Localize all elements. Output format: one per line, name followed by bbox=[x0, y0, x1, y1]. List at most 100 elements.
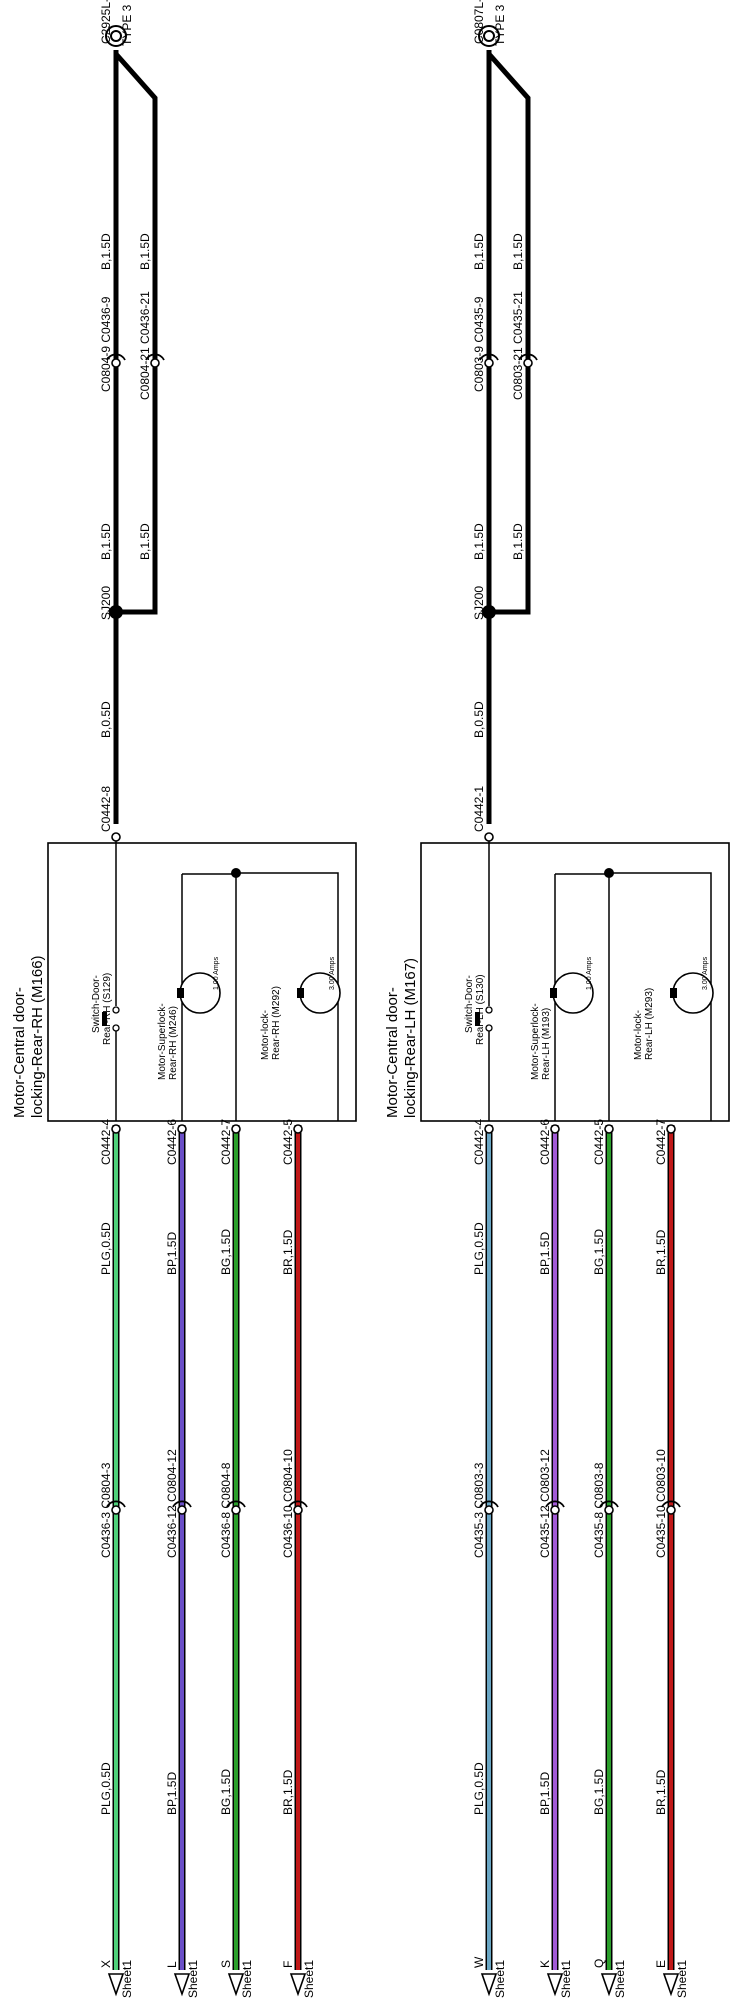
upper-connector-a-label: C0803-9 C0435-9 bbox=[472, 296, 486, 392]
motor2-label-line2: Rear-LH (M293) bbox=[644, 988, 655, 1060]
switch-lever-icon bbox=[102, 1012, 107, 1026]
inline-connector-icon bbox=[479, 1500, 499, 1508]
wire-letter-label: L bbox=[165, 1961, 179, 1968]
motor2-label-line1: Motor-lock- bbox=[260, 1010, 271, 1060]
wire-spec-label-lower: BP,1.5D bbox=[538, 1772, 552, 1815]
pin-icon bbox=[484, 1505, 494, 1515]
wire-label-upper-b: B,1.5D bbox=[138, 233, 152, 270]
splice-node bbox=[109, 605, 123, 619]
upper-connector-b-label: C0803-21 C0435-21 bbox=[511, 291, 525, 400]
wire-label-mid-b: B,1.5D bbox=[138, 523, 152, 560]
wire-label-mid-b: B,1.5D bbox=[511, 523, 525, 560]
sheet-reference-label: Sheet1 bbox=[186, 1960, 200, 1998]
wire-pin-label: C0442-6 bbox=[538, 1119, 552, 1165]
wire-color-stripe bbox=[296, 1125, 300, 1970]
upper-connector-a-label: C0804-9 C0436-9 bbox=[99, 296, 113, 392]
wire-inline-connector-label: C0436-8 C0804-8 bbox=[219, 1462, 233, 1558]
pin-icon bbox=[111, 1124, 121, 1134]
wire-color-stripe bbox=[669, 1125, 673, 1970]
wire-label-mid-a: B,1.5D bbox=[99, 523, 113, 560]
ring-terminal-icon bbox=[478, 25, 500, 47]
bus-node bbox=[604, 868, 614, 878]
wire-inline-connector-label: C0435-12 C0803-12 bbox=[538, 1449, 552, 1558]
wire-spec-label: BG,1.5D bbox=[592, 1229, 606, 1275]
bus-node bbox=[231, 868, 241, 878]
wire-inline-connector-label: C0435-8 C0803-8 bbox=[592, 1462, 606, 1558]
component-title-line2: locking-Rear-RH (M166) bbox=[29, 955, 46, 1118]
motor-superlock-icon bbox=[550, 972, 594, 1014]
off-sheet-arrow-icon bbox=[227, 1973, 245, 1997]
wire-color-stripe bbox=[553, 1125, 557, 1970]
pin-icon bbox=[484, 1124, 494, 1134]
off-sheet-arrow-icon bbox=[546, 1973, 564, 1997]
switch-label-line1: Switch-Door- bbox=[91, 975, 102, 1033]
switch-label-line1: Switch-Door- bbox=[464, 975, 475, 1033]
wire-spec-label: BG,1.5D bbox=[219, 1229, 233, 1275]
component-title-line1: Motor-Central door- bbox=[384, 987, 401, 1118]
splice-node bbox=[482, 605, 496, 619]
wire-label-upper-b: B,1.5D bbox=[511, 233, 525, 270]
top-type-label: TYPE 3 bbox=[493, 4, 507, 46]
wire-spec-label: BR,1.5D bbox=[654, 1229, 668, 1275]
wire-spec-label: BP,1.5D bbox=[538, 1232, 552, 1275]
wire-spec-label: PLG,0.5D bbox=[99, 1222, 113, 1275]
wire-label-low: B,0.5D bbox=[472, 701, 486, 738]
switch-contact-icon bbox=[485, 1024, 493, 1032]
wire-color-stripe bbox=[234, 1125, 238, 1970]
sheet-reference-label: Sheet1 bbox=[559, 1960, 573, 1998]
wire-letter-label: W bbox=[472, 1956, 486, 1968]
wire-label-mid-a: B,1.5D bbox=[472, 523, 486, 560]
pin-icon bbox=[550, 1505, 560, 1515]
wire-pin-label: C0442-7 bbox=[654, 1119, 668, 1165]
wire-inline-connector-label: C0435-10 C0803-10 bbox=[654, 1449, 668, 1558]
inline-connector-icon bbox=[661, 1500, 681, 1508]
component-title-line2: locking-Rear-LH (M167) bbox=[402, 958, 419, 1118]
motor1-amps: 1.00 Amps bbox=[586, 956, 593, 990]
sheet-reference-label: Sheet1 bbox=[493, 1960, 507, 1998]
top-type-label: TYPE 3 bbox=[120, 4, 134, 46]
inline-connector-icon bbox=[288, 1500, 308, 1508]
motor2-amps: 3.00 Amps bbox=[329, 956, 336, 990]
motor2-label-line2: Rear-RH (M292) bbox=[271, 986, 282, 1060]
motor1-amps: 1.00 Amps bbox=[213, 956, 220, 990]
wire-pin-label: C0442-6 bbox=[165, 1119, 179, 1165]
wire-pin-label: C0442-5 bbox=[281, 1119, 295, 1165]
off-sheet-arrow-icon bbox=[107, 1973, 125, 1997]
motor1-label-line2: Rear-RH (M246) bbox=[168, 1006, 179, 1080]
off-sheet-arrow-icon bbox=[289, 1973, 307, 1997]
wire-color-stripe bbox=[487, 1125, 491, 1970]
wire-letter-label: K bbox=[538, 1960, 552, 1968]
wire-spec-label-lower: BP,1.5D bbox=[165, 1772, 179, 1815]
splice-label: SJ200 bbox=[472, 586, 486, 620]
inline-connector-icon bbox=[106, 1500, 126, 1508]
wire-spec-label: BP,1.5D bbox=[165, 1232, 179, 1275]
inline-connector-icon bbox=[599, 1500, 619, 1508]
pin-icon bbox=[293, 1124, 303, 1134]
wire-color-stripe bbox=[180, 1125, 184, 1970]
wire-letter-label: F bbox=[281, 1961, 295, 1968]
splice-label: SJ200 bbox=[99, 586, 113, 620]
upper-connector-b-label: C0804-21 C0436-21 bbox=[138, 291, 152, 400]
pin-icon bbox=[231, 1124, 241, 1134]
inline-connector-icon bbox=[106, 353, 165, 368]
ring-terminal-icon bbox=[105, 25, 127, 47]
wire-spec-label-lower: BR,1.5D bbox=[654, 1769, 668, 1815]
sheet-reference-label: Sheet1 bbox=[120, 1960, 134, 1998]
switch-lever-icon bbox=[475, 1012, 480, 1026]
off-sheet-arrow-icon bbox=[480, 1973, 498, 1997]
wire-pin-label: C0442-4 bbox=[99, 1119, 113, 1165]
top-connector-label: C0807L-1 bbox=[472, 0, 486, 44]
box-connector-top-label: C0442-1 bbox=[472, 786, 486, 832]
pin-icon bbox=[177, 1124, 187, 1134]
pin-icon bbox=[484, 832, 494, 842]
sheet-reference-label: Sheet1 bbox=[302, 1960, 316, 1998]
wire-letter-label: E bbox=[654, 1960, 668, 1968]
pin-icon bbox=[111, 1505, 121, 1515]
wire-letter-label: Q bbox=[592, 1959, 606, 1968]
wire-inline-connector-label: C0436-10 C0804-10 bbox=[281, 1449, 295, 1558]
inline-connector-icon bbox=[172, 1500, 192, 1508]
wire-pin-label: C0442-7 bbox=[219, 1119, 233, 1165]
